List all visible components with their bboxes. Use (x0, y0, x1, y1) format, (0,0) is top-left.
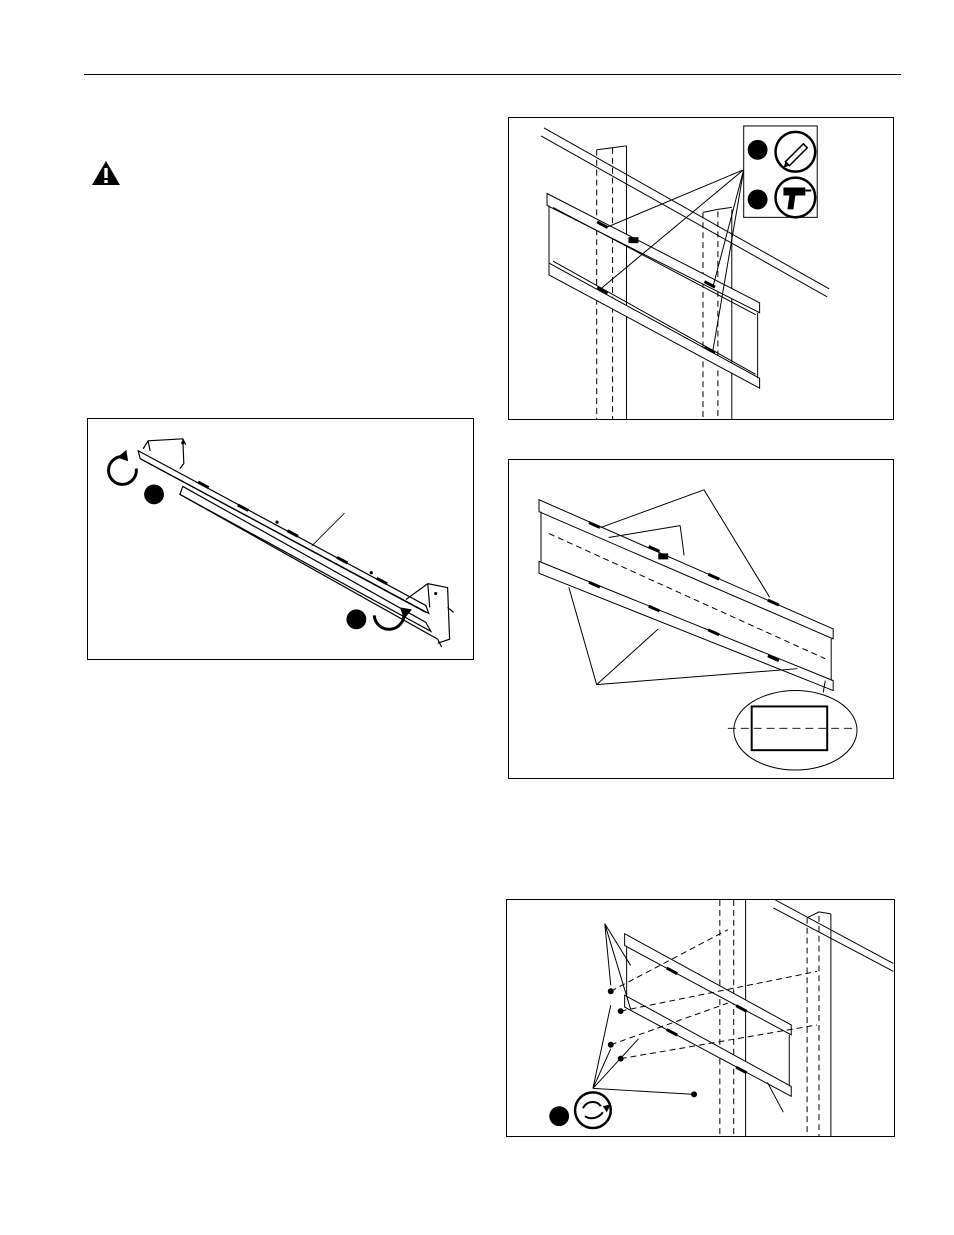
wrench-rotate-icon (575, 1092, 611, 1128)
header-rule (84, 74, 901, 75)
figure-mark-and-drill (508, 117, 894, 420)
figure-fasten-to-studs (506, 899, 895, 1137)
rotate-arrow-icon (109, 450, 137, 485)
level-icon (752, 706, 828, 750)
figure-bracket-unfold (87, 418, 474, 660)
pencil-icon (776, 132, 816, 172)
warning-triangle-icon (91, 160, 121, 186)
drill-icon (776, 178, 816, 218)
figure-level-bracket (508, 459, 894, 779)
